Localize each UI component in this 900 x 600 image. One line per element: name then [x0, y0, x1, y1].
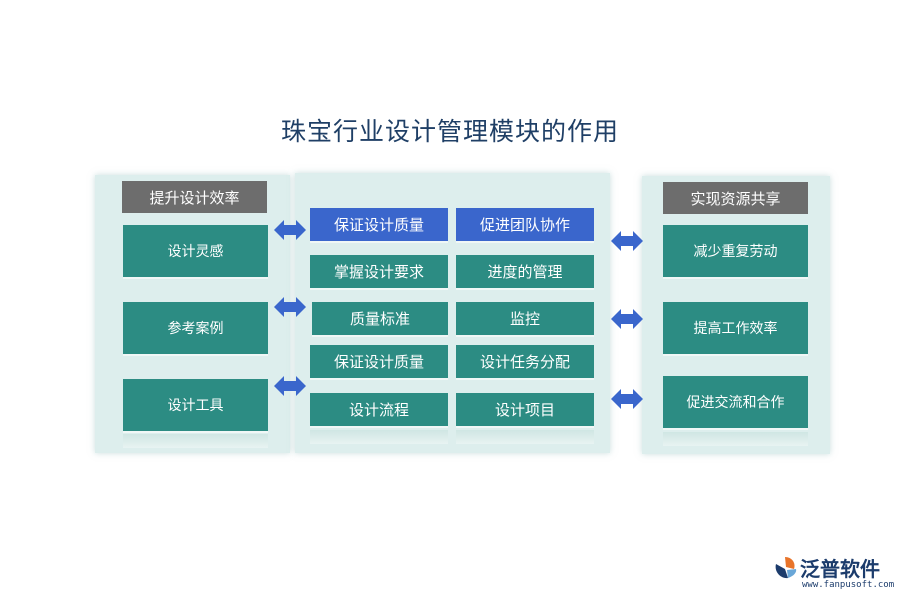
brand-logo: 泛普软件 www.fanpusoft.com	[772, 553, 895, 593]
double-arrow-icon	[611, 309, 643, 329]
logo-url: www.fanpusoft.com	[802, 580, 895, 590]
right-item-reduce-duplicate-work: 减少重复劳动	[663, 225, 808, 277]
mid-item-monitoring: 监控	[456, 302, 594, 335]
mid-item-task-assignment: 设计任务分配	[456, 345, 594, 378]
logo-icon	[775, 557, 797, 579]
right-item-promote-communication: 促进交流和合作	[663, 376, 808, 428]
mid-item-team-collaboration: 促进团队协作	[456, 208, 594, 241]
mid-item-quality-assurance: 保证设计质量	[310, 208, 448, 241]
right-reflection	[663, 432, 808, 446]
mid-reflection-right	[456, 430, 594, 444]
mid-item-design-requirements: 掌握设计要求	[310, 255, 448, 288]
double-arrow-icon	[274, 297, 306, 317]
mid-reflection-left	[310, 430, 448, 444]
left-item-reference-cases: 参考案例	[123, 302, 268, 354]
left-reflection	[123, 434, 268, 448]
page-title: 珠宝行业设计管理模块的作用	[280, 117, 619, 146]
left-header: 提升设计效率	[122, 181, 267, 213]
double-arrow-icon	[611, 231, 643, 251]
left-item-inspiration: 设计灵感	[123, 225, 268, 277]
right-header: 实现资源共享	[663, 182, 808, 214]
right-item-improve-efficiency: 提高工作效率	[663, 302, 808, 354]
logo-name: 泛普软件	[800, 557, 880, 581]
left-item-design-tools: 设计工具	[123, 379, 268, 431]
double-arrow-icon	[611, 389, 643, 409]
mid-item-design-process: 设计流程	[310, 393, 448, 426]
mid-item-quality-standard: 质量标准	[312, 302, 448, 335]
double-arrow-icon	[274, 220, 306, 240]
mid-item-progress-management: 进度的管理	[456, 255, 594, 288]
mid-item-design-project: 设计项目	[456, 393, 594, 426]
double-arrow-icon	[274, 376, 306, 396]
mid-item-quality-assurance-2: 保证设计质量	[310, 345, 448, 378]
